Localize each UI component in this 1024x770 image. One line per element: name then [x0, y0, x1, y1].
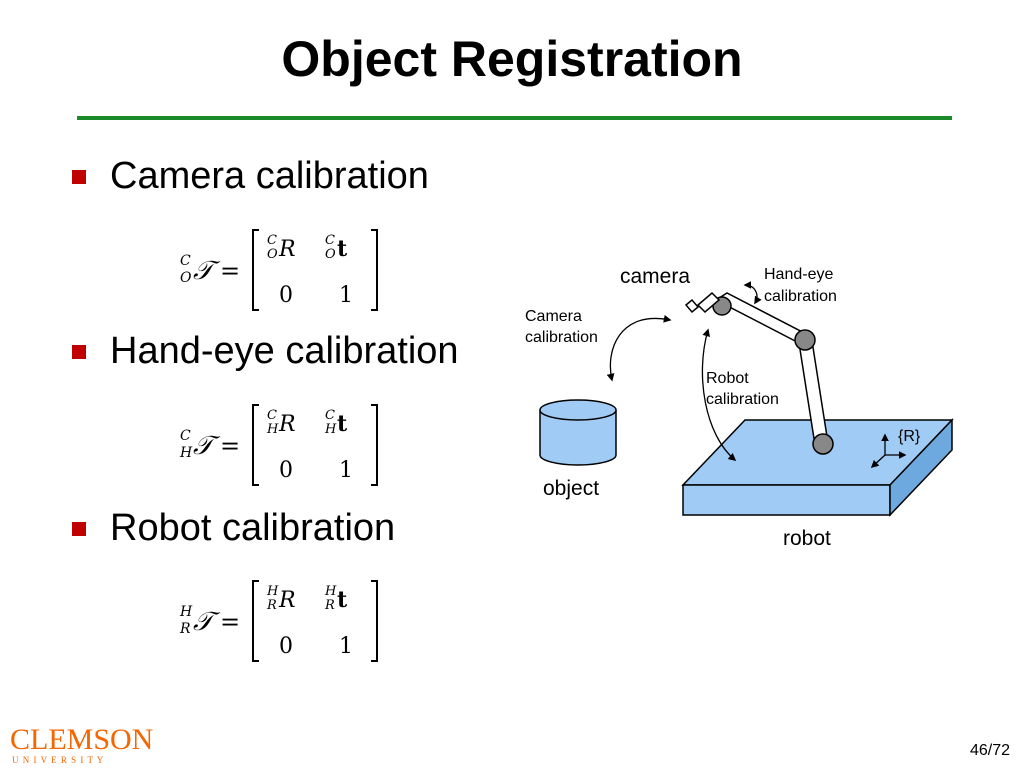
svg-text:calibration: calibration	[525, 329, 598, 346]
bullet-marker	[72, 521, 86, 536]
frame-label: {R}	[898, 428, 921, 445]
object-label: object	[543, 477, 599, 500]
page-number: 46/72	[969, 742, 1010, 759]
svg-text:H: H	[324, 422, 337, 437]
bullet-label: Camera calibration	[110, 155, 429, 197]
svg-text:C: C	[325, 233, 335, 248]
svg-text:C: C	[180, 428, 191, 444]
svg-text:=: =	[220, 257, 240, 285]
camera-icon	[684, 291, 721, 314]
svg-text:𝒯: 𝒯	[193, 431, 221, 461]
eq-sub: O	[180, 270, 192, 286]
bullet-marker	[72, 169, 86, 184]
svg-text:R: R	[179, 621, 191, 637]
registration-diagram: camera Hand-eye calibration Camera calib…	[520, 255, 960, 555]
object-cylinder	[539, 399, 617, 466]
svg-text:calibration: calibration	[764, 288, 837, 305]
slide-title: Object Registration	[281, 31, 743, 87]
svg-text:C: C	[267, 233, 277, 248]
title-divider	[77, 116, 952, 120]
bullet-robot-calibration: Robot calibration	[72, 507, 395, 550]
hand-eye-label: Hand-eye	[764, 266, 833, 283]
svg-text:H: H	[179, 445, 193, 461]
svg-text:1: 1	[339, 634, 353, 659]
svg-text:t: t	[337, 411, 348, 437]
svg-text:U N I V E R S I T Y: U N I V E R S I T Y	[12, 755, 104, 765]
clemson-logo: CLEMSON U N I V E R S I T Y	[10, 723, 165, 770]
eq-sup: C	[180, 253, 191, 269]
svg-text:R: R	[324, 598, 335, 613]
svg-text:H: H	[324, 584, 337, 599]
svg-text:CLEMSON: CLEMSON	[10, 723, 153, 756]
svg-text:calibration: calibration	[706, 391, 779, 408]
bullet-label: Hand-eye calibration	[110, 330, 459, 372]
svg-text:0: 0	[279, 634, 293, 659]
bullet-hand-eye-calibration: Hand-eye calibration	[72, 330, 459, 373]
robot-label: robot	[783, 527, 831, 550]
svg-text:O: O	[267, 247, 278, 262]
camera-calibration-label: Camera	[525, 308, 582, 325]
svg-text:=: =	[220, 432, 240, 460]
eq-zero: 0	[279, 283, 293, 308]
svg-text:R: R	[266, 598, 277, 613]
equation-camera: C O 𝒯 = C O R C O t 0 1	[175, 222, 395, 322]
equation-hand-eye: C H 𝒯 = C H R C H t 0 1	[175, 397, 395, 497]
svg-text:H: H	[266, 422, 279, 437]
svg-text:H: H	[179, 604, 193, 620]
svg-text:t: t	[337, 587, 348, 613]
svg-text:O: O	[325, 247, 336, 262]
svg-text:C: C	[267, 408, 277, 423]
eq-one: 1	[339, 283, 353, 308]
svg-text:R: R	[278, 237, 296, 262]
bullet-camera-calibration: Camera calibration	[72, 155, 429, 198]
robot-arm	[712, 292, 834, 455]
svg-text:𝒯: 𝒯	[193, 256, 221, 286]
svg-text:t: t	[337, 236, 348, 262]
bullet-marker	[72, 344, 86, 359]
svg-text:1: 1	[339, 458, 353, 483]
svg-text:R: R	[278, 588, 296, 613]
svg-text:=: =	[220, 608, 240, 636]
svg-text:𝒯: 𝒯	[193, 607, 221, 637]
robot-calibration-label: Robot	[706, 370, 749, 387]
robot-frame-axes	[870, 433, 907, 469]
svg-text:C: C	[325, 408, 335, 423]
svg-text:0: 0	[279, 458, 293, 483]
svg-text:H: H	[266, 584, 279, 599]
bullet-label: Robot calibration	[110, 507, 396, 549]
svg-text:R: R	[278, 412, 296, 437]
camera-label: camera	[620, 265, 690, 288]
equation-robot: H R 𝒯 = H R R H R t 0 1	[175, 573, 395, 673]
